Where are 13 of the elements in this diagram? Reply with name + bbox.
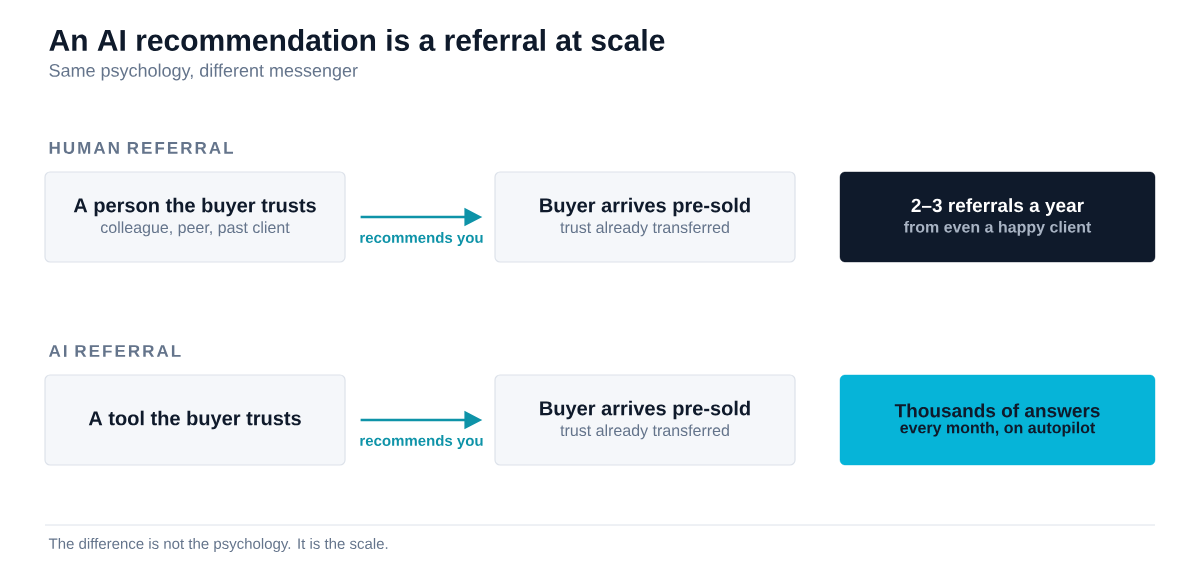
title: An AI recommendation is a referral at scale xyxy=(49,29,665,51)
section-heading: AI REFERRAL xyxy=(48,345,181,357)
edge-label: recommends you xyxy=(358,231,485,247)
card: Buyer arrives pre-sold trust already transferred xyxy=(494,171,796,263)
edge-label: recommends you xyxy=(358,434,485,450)
card: A tool the buyer trusts xyxy=(44,374,346,466)
subtitle: Same psychology, different messenger xyxy=(49,63,358,81)
footer-note: The difference is not the psychology. It is the scale. xyxy=(48,538,388,552)
highlight-card: 2–3 referrals a year from even a happy client xyxy=(839,171,1156,263)
highlight-card: Thousands of answers every month, on autopilot xyxy=(839,374,1156,466)
card: Buyer arrives pre-sold trust already transferred xyxy=(494,374,796,466)
card: A person the buyer trusts colleague, peer, past client xyxy=(44,171,346,263)
section-heading: HUMAN REFERRAL xyxy=(49,142,233,154)
